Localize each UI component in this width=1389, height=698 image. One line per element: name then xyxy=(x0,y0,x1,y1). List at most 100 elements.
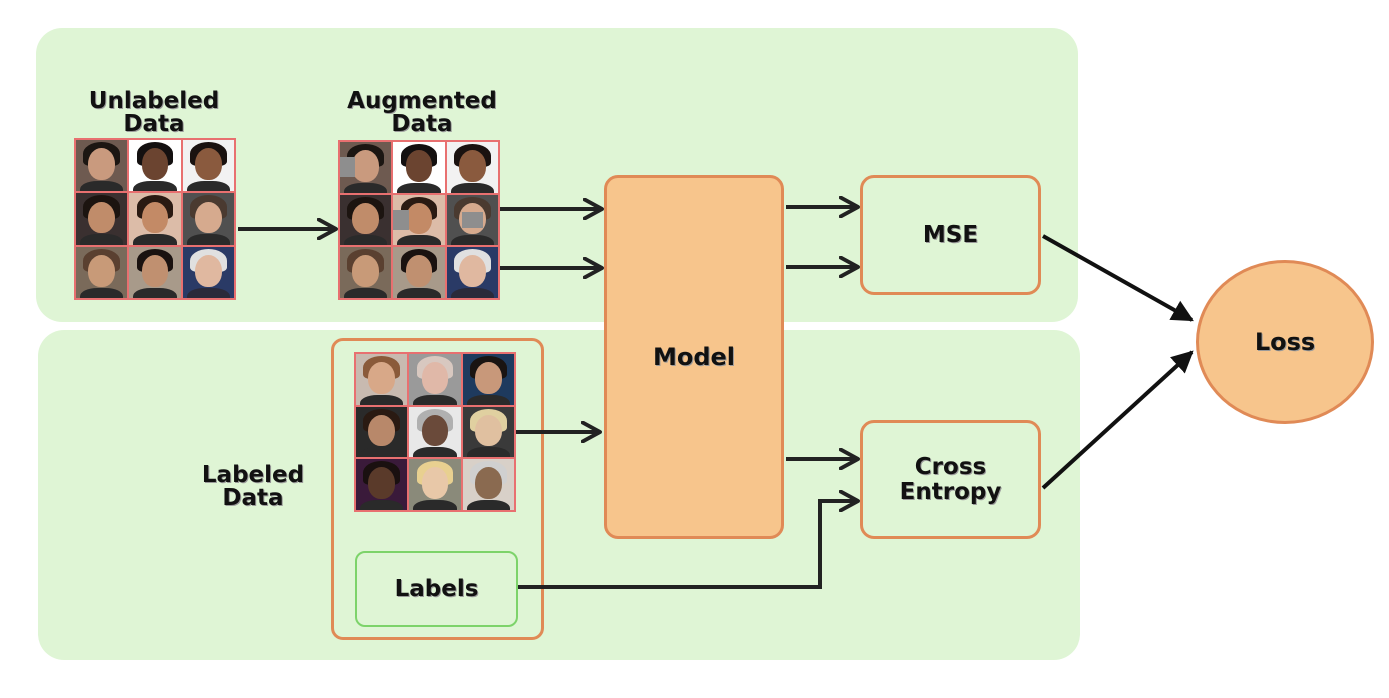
augmented-face-photo xyxy=(446,247,498,298)
augmented-face-photo xyxy=(393,194,445,246)
augmented-face-photo xyxy=(393,247,445,298)
face-shoulders xyxy=(360,499,404,510)
face-head xyxy=(421,414,449,447)
face-head xyxy=(474,362,502,394)
face-head xyxy=(368,467,395,499)
labeled-image-grid xyxy=(354,352,516,512)
face-head xyxy=(88,148,115,181)
face-shoulders xyxy=(186,287,230,298)
unlabeled-face-photo xyxy=(129,193,181,245)
face-head xyxy=(141,201,169,234)
labels-box-text: Labels xyxy=(394,576,479,602)
labeled-face-photo xyxy=(462,354,514,405)
labeled-group-box xyxy=(331,338,544,640)
augmented-image-grid xyxy=(338,140,500,300)
face-head xyxy=(194,148,222,181)
face-shoulders xyxy=(360,394,404,405)
face-shoulders xyxy=(397,287,441,298)
cross-entropy-line1: Cross xyxy=(914,454,987,481)
face-shoulders xyxy=(80,287,124,298)
face-shoulders xyxy=(344,182,388,193)
loss-circle: Loss xyxy=(1196,260,1374,424)
labeled-title-line1: Labeled xyxy=(201,462,305,488)
face-shoulders xyxy=(186,181,230,192)
face-shoulders xyxy=(450,235,494,246)
augmented-title-line2: Data xyxy=(391,111,453,137)
face-head xyxy=(458,255,486,287)
labeled-face-photo xyxy=(356,406,408,458)
augmented-face-photo xyxy=(340,194,392,246)
face-shoulders xyxy=(133,287,177,298)
augmentation-patch xyxy=(340,157,356,178)
labeled-face-photo xyxy=(462,459,514,510)
face-head xyxy=(194,201,222,234)
unlabeled-face-photo xyxy=(129,140,181,192)
unlabeled-face-photo xyxy=(182,246,234,298)
cross-entropy-box: Cross Entropy xyxy=(860,420,1041,539)
face-shoulders xyxy=(133,234,177,245)
face-shoulders xyxy=(80,181,124,192)
face-head xyxy=(368,362,395,394)
augmented-face-photo xyxy=(393,142,445,193)
arrow-labels-to-cross-entropy xyxy=(518,501,858,589)
loss-circle-text: Loss xyxy=(1254,328,1316,356)
augmented-title-line1: Augmented xyxy=(347,88,497,114)
face-head xyxy=(405,150,433,182)
arrow-cross-entropy-to-loss xyxy=(1041,350,1194,490)
unlabeled-face-photo xyxy=(182,193,234,245)
labels-box: Labels xyxy=(355,551,518,627)
face-head xyxy=(352,150,379,182)
face-head xyxy=(474,467,502,499)
face-shoulders xyxy=(413,447,457,458)
unlabeled-data-title: Unlabeled Data xyxy=(64,90,244,136)
face-shoulders xyxy=(466,499,510,510)
labeled-face-photo xyxy=(409,406,461,458)
face-shoulders xyxy=(466,394,510,405)
unlabeled-title-line1: Unlabeled xyxy=(88,88,220,114)
arrow-mse-to-loss xyxy=(1042,234,1194,322)
face-head xyxy=(88,254,115,287)
cross-entropy-line2: Entropy xyxy=(899,478,1002,505)
face-head xyxy=(352,255,379,287)
augmented-face-photo xyxy=(446,194,498,246)
face-head xyxy=(458,150,486,182)
face-shoulders xyxy=(80,234,124,245)
augmentation-patch xyxy=(462,212,483,228)
labeled-data-title: Labeled Data xyxy=(166,464,340,510)
face-head xyxy=(88,201,115,234)
face-head xyxy=(352,202,379,235)
unlabeled-face-photo xyxy=(129,246,181,298)
face-head xyxy=(421,467,449,499)
labeled-title-line2: Data xyxy=(222,485,284,511)
unlabeled-title-line2: Data xyxy=(123,111,185,137)
unlabeled-face-photo xyxy=(182,140,234,192)
face-shoulders xyxy=(466,447,510,458)
face-shoulders xyxy=(450,287,494,298)
augmented-data-title: Augmented Data xyxy=(324,90,520,136)
face-shoulders xyxy=(344,287,388,298)
face-shoulders xyxy=(397,182,441,193)
face-head xyxy=(194,254,222,287)
face-head xyxy=(368,414,395,447)
face-head xyxy=(474,414,502,447)
labeled-face-photo xyxy=(356,354,408,405)
mse-box-text: MSE xyxy=(922,222,979,248)
face-shoulders xyxy=(186,234,230,245)
augmented-face-photo xyxy=(340,247,392,298)
face-head xyxy=(141,254,169,287)
face-head xyxy=(141,148,169,181)
augmented-face-photo xyxy=(340,142,392,193)
labeled-face-photo xyxy=(462,406,514,458)
augmented-face-photo xyxy=(446,142,498,193)
unlabeled-image-grid xyxy=(74,138,236,300)
face-shoulders xyxy=(397,235,441,246)
face-shoulders xyxy=(413,394,457,405)
model-box: Model xyxy=(604,175,784,539)
face-shoulders xyxy=(450,182,494,193)
face-shoulders xyxy=(133,181,177,192)
labeled-face-photo xyxy=(409,354,461,405)
labeled-face-photo xyxy=(356,459,408,510)
unlabeled-face-photo xyxy=(76,246,128,298)
face-shoulders xyxy=(413,499,457,510)
